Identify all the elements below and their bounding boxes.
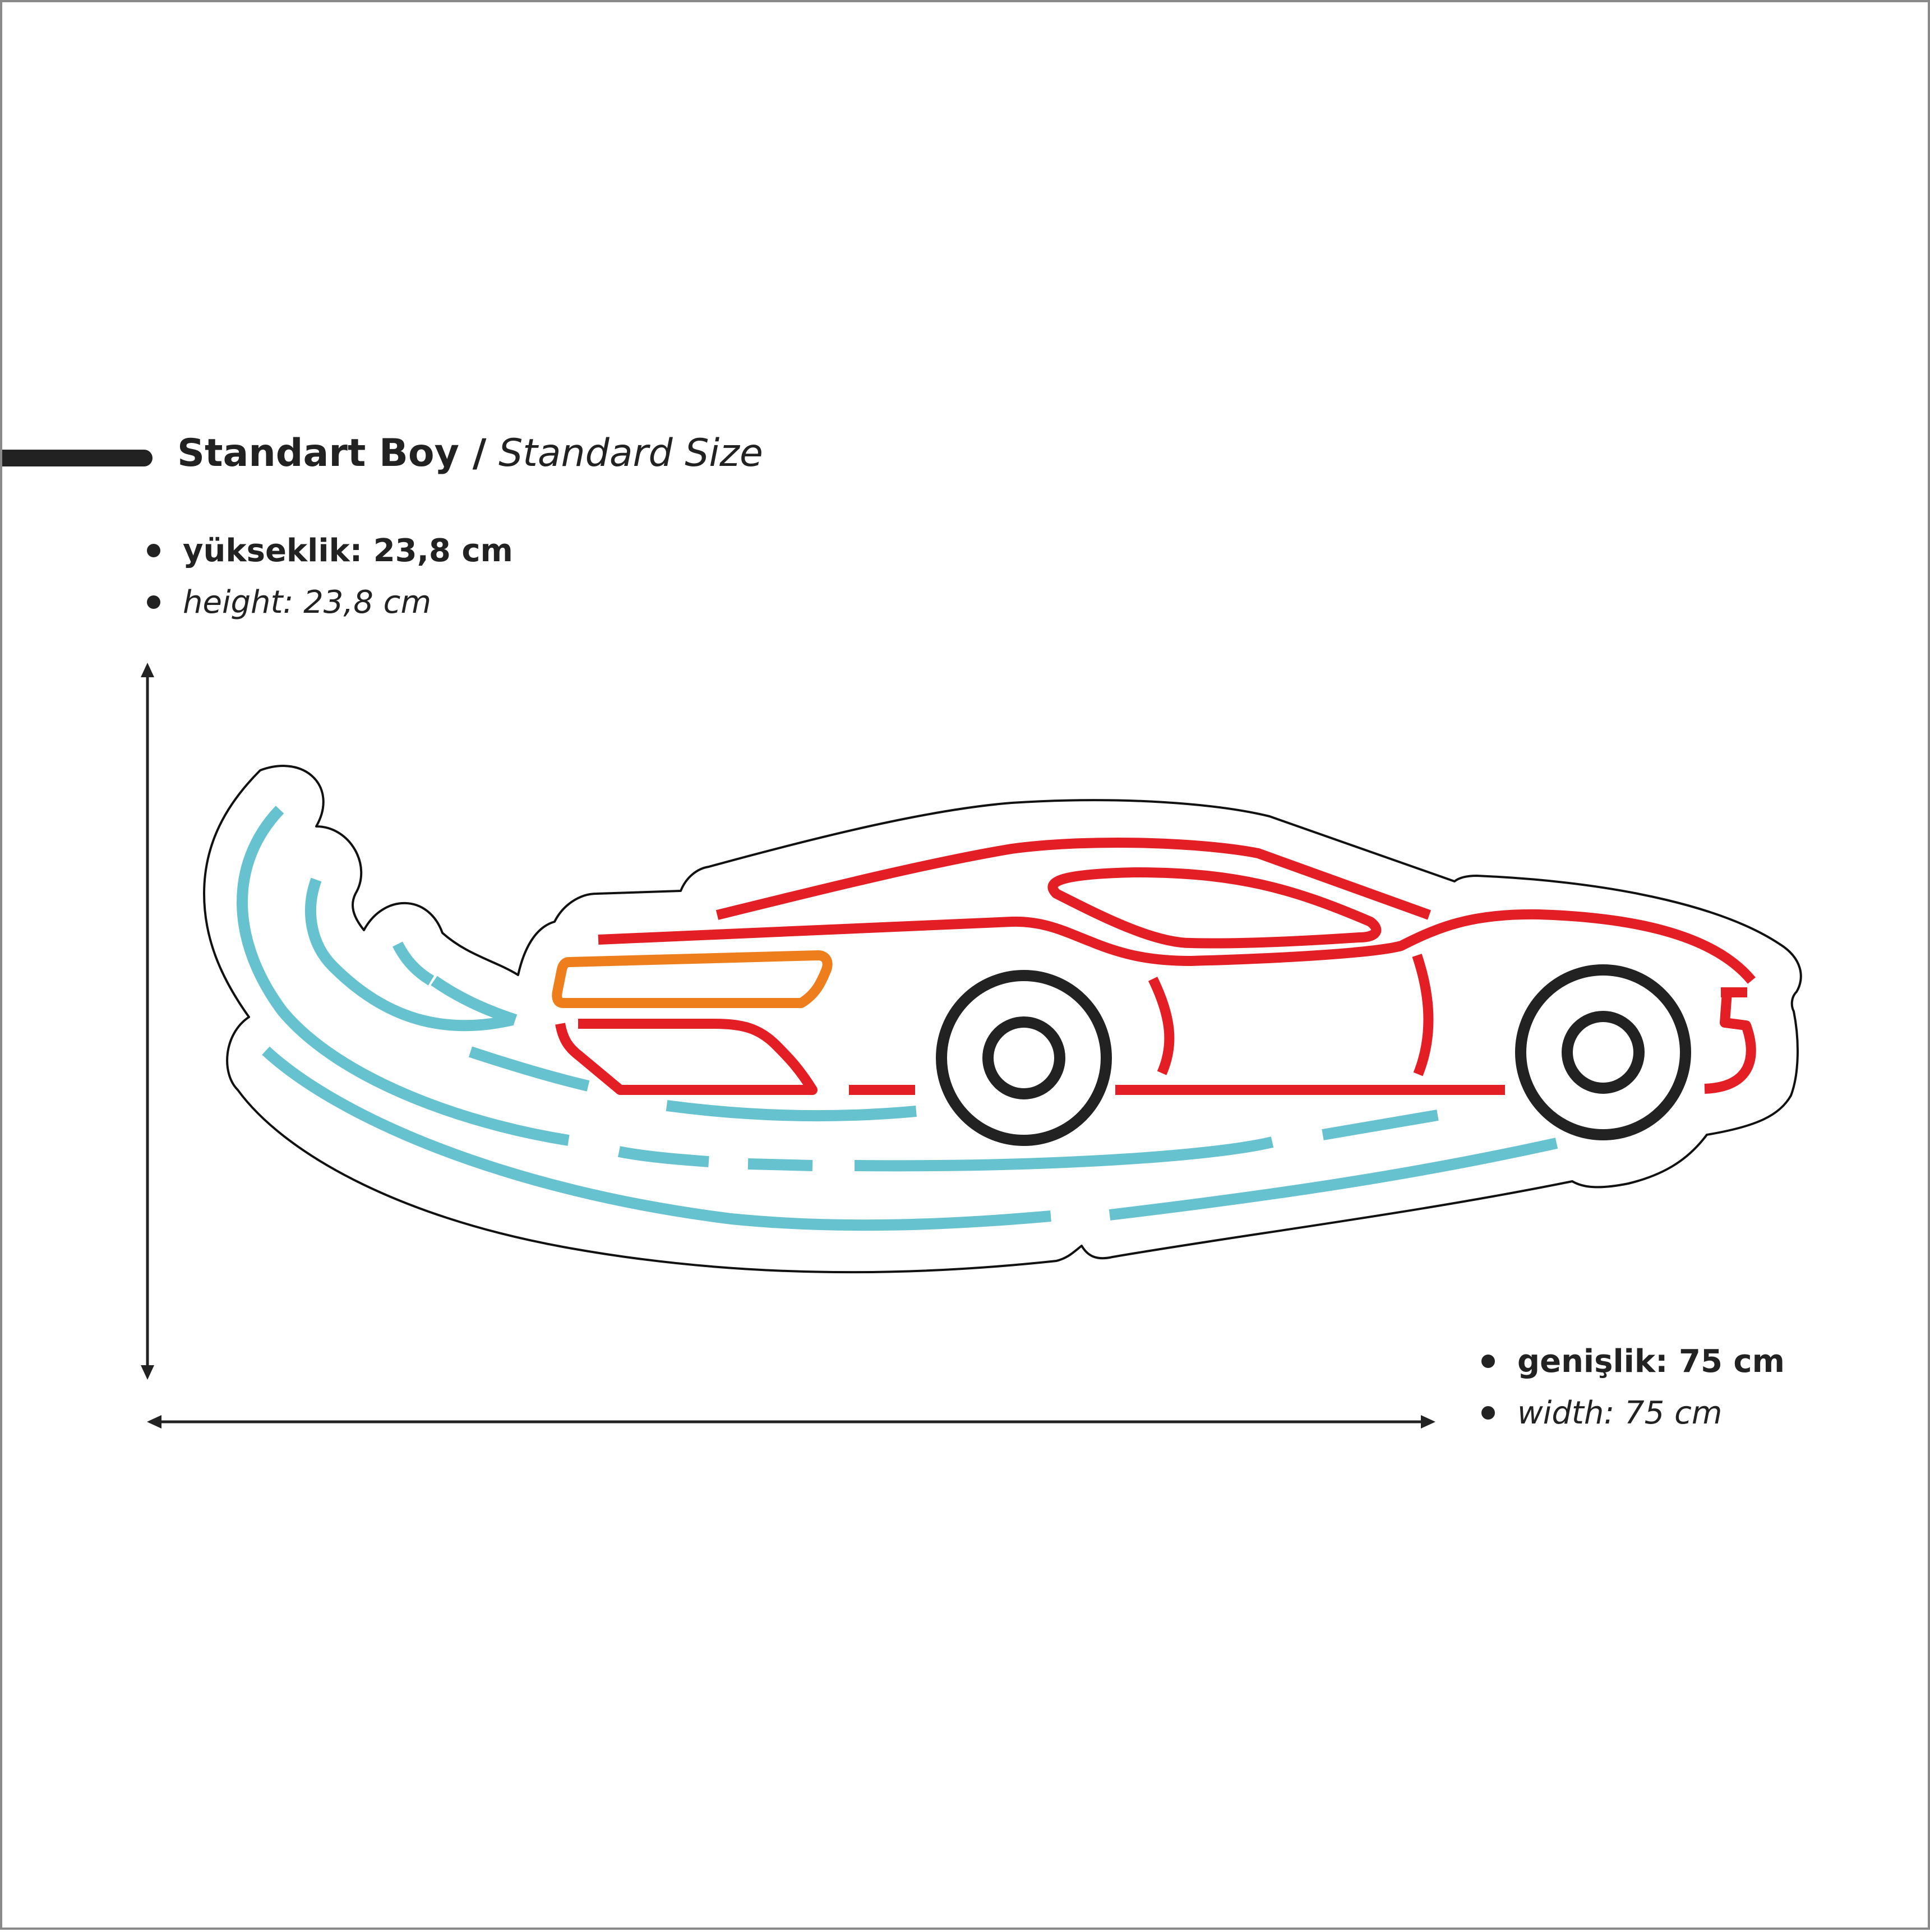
width-label-tr: genişlik: 75 cm	[1517, 1343, 1785, 1380]
height-spec-en: height: 23,8 cm	[147, 583, 431, 623]
width-label-en: width: 75 cm	[1517, 1395, 1723, 1431]
headlight	[552, 950, 833, 1008]
bullet-icon	[147, 595, 160, 609]
motion-line-2	[618, 1146, 709, 1167]
car-side-window	[1047, 867, 1382, 949]
motion-line-5	[1322, 1110, 1439, 1140]
car-roofline	[715, 838, 1432, 920]
height-spec-tr: yükseklik: 23,8 cm	[147, 531, 513, 571]
motion-line-3	[747, 1158, 813, 1171]
bullet-icon	[1481, 1354, 1495, 1368]
car-door-front-line	[1148, 977, 1175, 1075]
height-label-en: height: 23,8 cm	[183, 584, 431, 621]
motion-line-8	[431, 976, 518, 1025]
bullet-icon	[1481, 1406, 1495, 1420]
width-spec-tr: genişlik: 75 cm	[1481, 1342, 1785, 1382]
front-wheel	[936, 970, 1112, 1146]
title-primary: Standart Boy /	[177, 431, 487, 475]
bullet-icon	[147, 543, 160, 557]
car-body	[555, 838, 1756, 1095]
car-beltline	[598, 909, 1756, 984]
car-door-rear-line	[1412, 954, 1434, 1076]
motion-line-7	[393, 941, 435, 986]
acrylic-backboard-outline	[203, 765, 1802, 1274]
motion-line-6	[305, 877, 514, 1032]
motion-line-12	[1109, 1138, 1558, 1221]
height-label-tr: yükseklik: 23,8 cm	[183, 533, 513, 569]
car-rear-tail	[1704, 987, 1756, 1094]
car-front-bumper	[555, 1019, 818, 1095]
width-dimension-arrow	[147, 1415, 1435, 1429]
page-title: Standart Boy / Standard Size	[177, 429, 763, 478]
motion-line-9	[468, 1046, 590, 1092]
height-dimension-arrow	[141, 663, 154, 1380]
motion-line-11	[262, 1046, 1051, 1231]
rear-wheel	[1515, 964, 1691, 1140]
motion-line-4	[854, 1136, 1274, 1172]
title-secondary: Standard Size	[498, 431, 763, 475]
title-accent-bar	[2, 450, 153, 466]
motion-lines	[237, 806, 1558, 1231]
motion-line-1	[237, 806, 570, 1146]
motion-line-10	[666, 1100, 917, 1122]
width-spec-en: width: 75 cm	[1481, 1393, 1722, 1434]
